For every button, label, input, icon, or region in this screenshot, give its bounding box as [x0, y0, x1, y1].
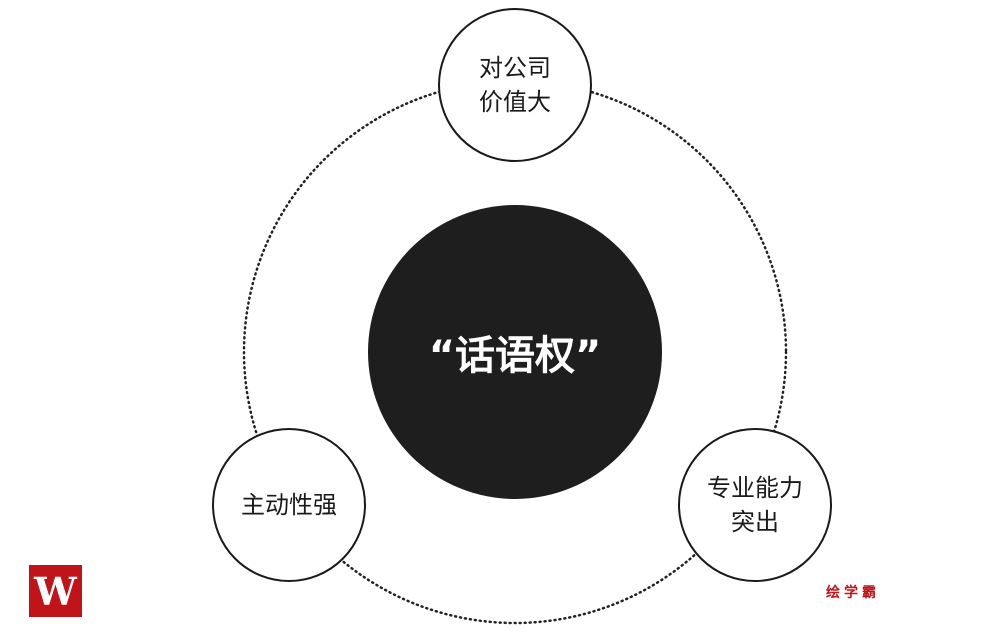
logo-icon: W	[29, 565, 82, 617]
node-line: 突出	[731, 508, 779, 536]
node-line: 专业能力	[707, 474, 803, 502]
center-label: “话语权”	[428, 333, 602, 379]
node-line: 主动性强	[241, 491, 337, 519]
center-circle: “话语权”	[368, 205, 662, 499]
node-company-value: 对公司价值大	[438, 8, 592, 162]
node-initiative: 主动性强	[212, 428, 366, 582]
logo-text: W	[34, 568, 77, 614]
node-line: 对公司	[479, 54, 551, 82]
node-line: 价值大	[479, 88, 551, 116]
node-expertise: 专业能力突出	[678, 428, 832, 582]
brand-watermark: 绘学霸	[826, 585, 880, 601]
